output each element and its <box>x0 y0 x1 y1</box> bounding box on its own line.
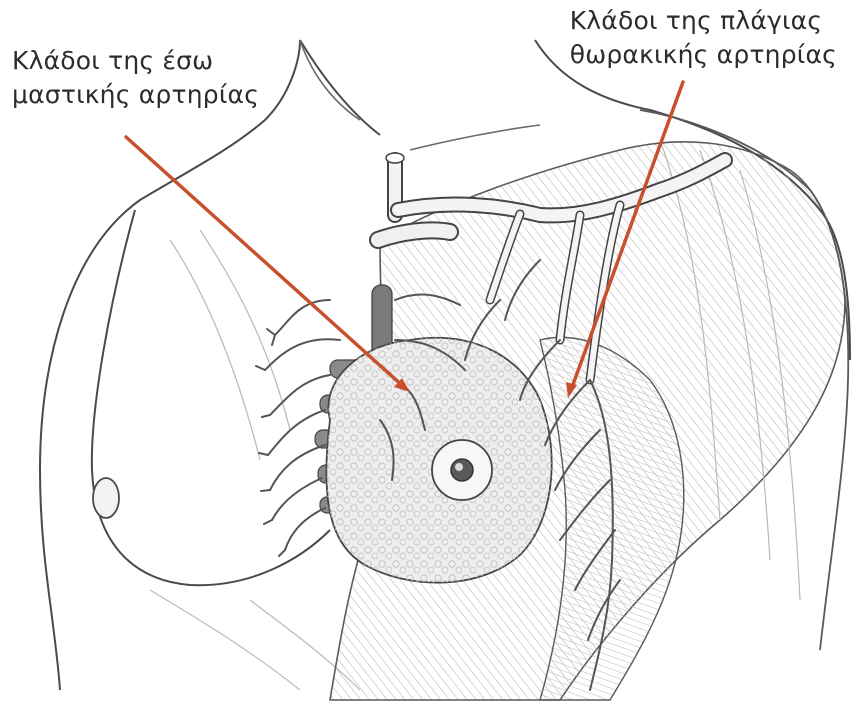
mammary-gland <box>326 338 551 583</box>
label-lateral-thoracic-line1: Κλάδοι της πλάγιας <box>570 4 837 38</box>
label-lateral-thoracic-line2: θωρακικής αρτηρίας <box>570 38 837 72</box>
clavicle <box>300 40 540 150</box>
nipple <box>451 459 473 481</box>
label-internal-mammary-line1: Κλάδοι της έσω <box>12 44 259 78</box>
label-internal-mammary-line2: μαστικής αρτηρίας <box>12 78 259 112</box>
label-lateral-thoracic-branches: Κλάδοι της πλάγιας θωρακικής αρτηρίας <box>570 4 837 72</box>
left-nipple <box>93 478 119 518</box>
left-breast-outline <box>92 210 330 585</box>
pointer-line-internal-mammary <box>126 137 405 388</box>
label-internal-mammary-branches: Κλάδοι της έσω μαστικής αρτηρίας <box>12 44 259 112</box>
